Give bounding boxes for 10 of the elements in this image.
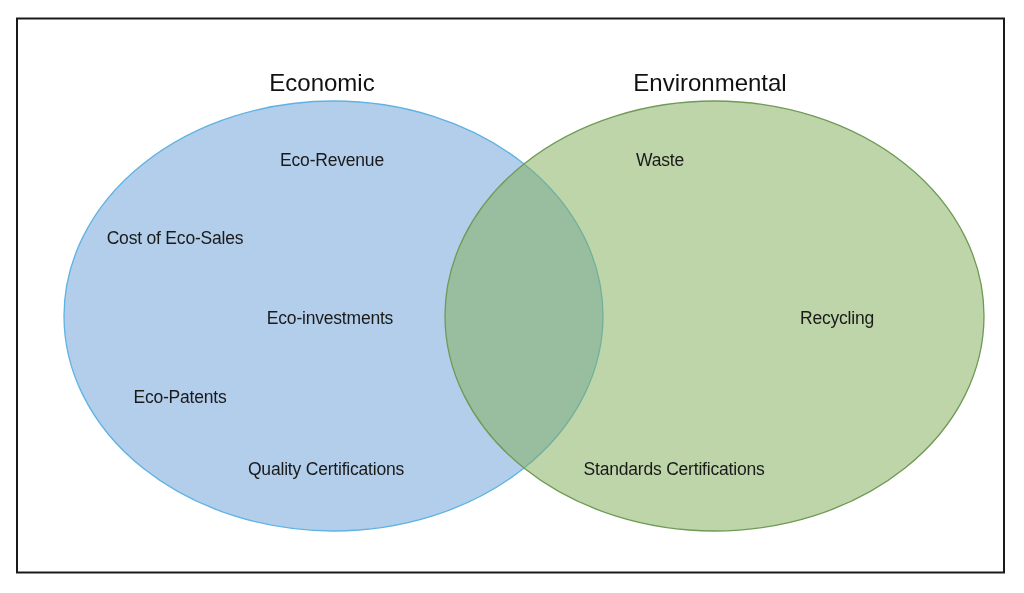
set-item-label: Eco-Revenue (280, 149, 384, 171)
set-heading: Economic (269, 69, 375, 97)
set-heading: Environmental (633, 69, 787, 97)
set-item-label: Quality Certifications (247, 458, 405, 480)
set-item-label: Standards Certifications (583, 458, 765, 480)
set-item-label: Cost of Eco-Sales (106, 227, 244, 249)
set-item-label: Waste (636, 149, 684, 171)
set-item-label: Eco-investments (266, 307, 394, 329)
set-item-label: Recycling (799, 307, 875, 329)
set-item-label: Eco-Patents (133, 386, 227, 408)
